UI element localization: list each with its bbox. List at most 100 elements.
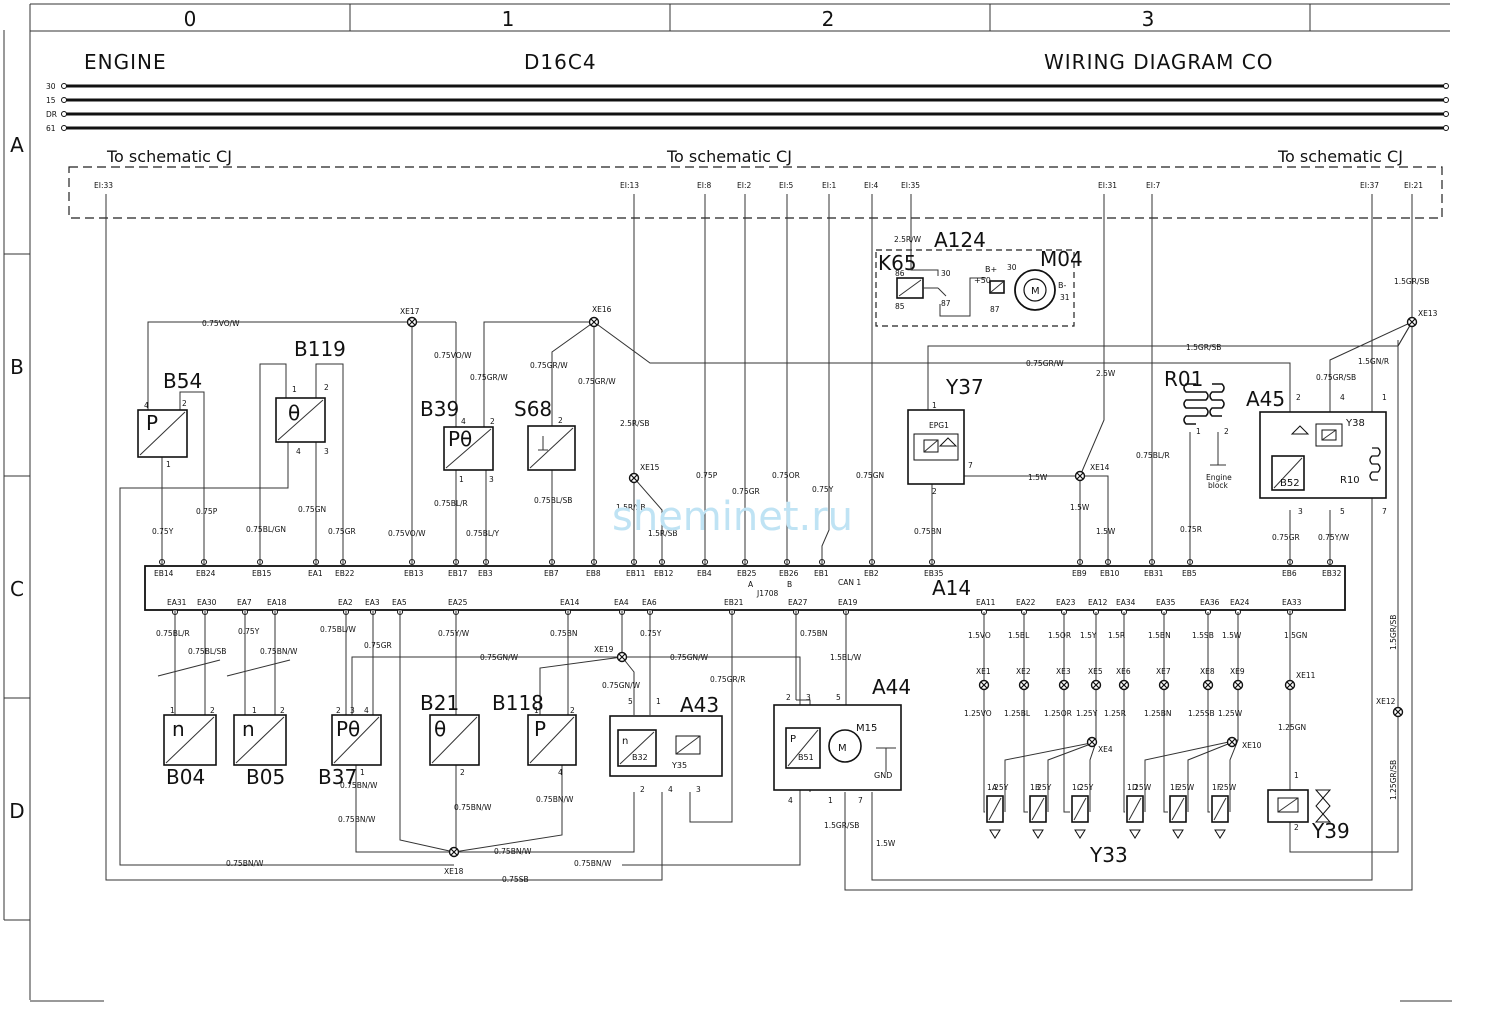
a43-pin-2: 2	[640, 785, 645, 794]
inj-wire-low: 1.25R	[1104, 709, 1126, 718]
wire-label-bn075: 0.75BN	[914, 527, 941, 536]
wire-label-gnw3: 0.75GN/W	[602, 681, 641, 690]
ei-21: EI:21	[1404, 181, 1423, 190]
ecu-bottom-pin-label: EA31	[167, 598, 187, 607]
ei-4: EI:4	[864, 181, 878, 190]
injector-letter: B	[1035, 783, 1040, 792]
wire-label-gnw1: 0.75GN/W	[480, 653, 519, 662]
wire-label-bnw2: 0.75BN/W	[454, 803, 492, 812]
splice-injector	[1090, 679, 1102, 691]
inj-common-wire: 1.25W	[1127, 783, 1152, 792]
bus-15: 15	[46, 96, 56, 105]
b37-pin-1: 1	[360, 768, 365, 777]
b37-symbol: Pθ	[336, 717, 360, 741]
sensor-b39: Pθ B39 4 2 1 3	[420, 397, 495, 484]
wire-label-grw3: 0.75GR/W	[578, 377, 616, 386]
r01-pin-2: 2	[1224, 427, 1229, 436]
k65-pin-85: 85	[895, 302, 905, 311]
ecu-bottom-pin-label: EA23	[1056, 598, 1076, 607]
ecu-bottom-pin-label: EA19	[838, 598, 858, 607]
b118-symbol: P	[534, 717, 546, 741]
b51-label: B51	[798, 753, 814, 762]
grid-row-a: A	[10, 133, 24, 157]
m04-pin-31: 31	[1060, 293, 1070, 302]
ecu-top-pin-label: EB10	[1100, 569, 1120, 578]
relay-a124: A124 K65 86 85 30 87 M04 M B+ +50 30 87 …	[875, 228, 1083, 327]
m04-pin-bplus: B+	[985, 265, 997, 274]
y33-label: Y33	[1089, 843, 1128, 867]
y37-pin-2: 2	[932, 487, 937, 496]
grid-col-3: 3	[1142, 7, 1155, 31]
b04-label: B04	[166, 765, 205, 789]
ecu-top-pin-label: EB26	[779, 569, 799, 578]
y37-pin-1: 1	[932, 401, 937, 410]
wire-label-bnw1: 0.75BN/W	[340, 781, 378, 790]
ei-31: EI:31	[1098, 181, 1117, 190]
ei-37: EI:37	[1360, 181, 1379, 190]
splice-xe12: XE12	[1376, 697, 1404, 718]
b119-pin-3: 3	[324, 447, 329, 456]
ecu-top-pin-label: EB2	[864, 569, 879, 578]
wire-label-grsb15d: 1.5GR/SB	[824, 821, 859, 830]
wire-label-r075: 0.75R	[1180, 525, 1202, 534]
wire-label-w15b: 1.5W	[1070, 503, 1090, 512]
b39-label: B39	[420, 397, 459, 421]
ref-schematic-right: To schematic CJ	[1277, 147, 1403, 166]
bus-dr: DR	[46, 110, 57, 119]
wire-label-bnw4: 0.75BN/W	[338, 815, 376, 824]
b118-pin-2: 2	[570, 706, 575, 715]
a43-label: A43	[680, 693, 719, 717]
wire-label-y075: 0.75Y	[152, 527, 174, 536]
ecu-sub-b: B	[787, 580, 792, 589]
splice-label: XE17	[400, 307, 420, 316]
ecu-top-pin-label: EB7	[544, 569, 559, 578]
inj-wire-top: 1.5R	[1108, 631, 1125, 640]
wire-label-w15d: 1.5W	[876, 839, 896, 848]
b54-pin-4: 4	[144, 401, 149, 410]
inj-wire-top: 1.5SB	[1192, 631, 1214, 640]
wire-label-bn_ea27: 0.75BN	[800, 629, 827, 638]
wire-label-gr075b: 0.75GR	[732, 487, 760, 496]
ei-35: EI:35	[901, 181, 920, 190]
watermark: sheminet.ru	[612, 494, 853, 540]
k65-pin-87: 87	[941, 299, 951, 308]
inj-splice-label: XE1	[976, 667, 991, 676]
b119-pin-4: 4	[296, 447, 301, 456]
title-engine: ENGINE	[84, 50, 167, 74]
m04-label: M04	[1040, 247, 1083, 271]
b39-pin-2: 2	[490, 417, 495, 426]
a45-pin-5: 5	[1340, 507, 1345, 516]
inj-splice-label: XE5	[1088, 667, 1103, 676]
injector-letter: F	[1217, 783, 1221, 792]
wire-label-gn125: 1.25GN	[1278, 723, 1306, 732]
ecu-bottom-pin-label: EA2	[338, 598, 353, 607]
ecu-bottom-pin-label: EA11	[976, 598, 996, 607]
injector: F	[1211, 783, 1229, 839]
b04-pin-2: 2	[210, 706, 215, 715]
wire-label-grr075: 0.75GR/R	[710, 675, 745, 684]
y39-pin-1: 1	[1294, 771, 1299, 780]
ecu-bottom-pin-label: EA35	[1156, 598, 1176, 607]
wire-label-bnw5: 0.75BN/W	[494, 847, 532, 856]
grid-row-c: C	[10, 577, 24, 601]
injector: B	[1029, 783, 1047, 839]
gnd-label: GND	[874, 771, 892, 780]
splice-label: XE19	[594, 645, 614, 654]
b32-symbol: n	[622, 736, 628, 747]
ecu-top-pin-label: EB24	[196, 569, 216, 578]
bus-61: 61	[46, 124, 56, 133]
inj-common-wire: 1.25W	[1170, 783, 1195, 792]
wire-label-bn_ea14: 0.75BN	[550, 629, 577, 638]
a43-pin-1: 1	[656, 697, 661, 706]
sensor-b37: Pθ B37 2 3 4 1	[318, 706, 382, 789]
b118-pin-4: 4	[558, 768, 563, 777]
title-diagram: WIRING DIAGRAM CO	[1044, 50, 1274, 74]
wire-label-w15a: 1.5W	[1028, 473, 1048, 482]
b21-label: B21	[420, 691, 459, 715]
splice-xe10: XE10	[1226, 736, 1262, 750]
splice-label: XE13	[1418, 309, 1438, 318]
ecu-top-pin-label: EB14	[154, 569, 174, 578]
y39-pin-2: 2	[1294, 823, 1299, 832]
wire-label-sb075: 0.75SB	[502, 875, 529, 884]
